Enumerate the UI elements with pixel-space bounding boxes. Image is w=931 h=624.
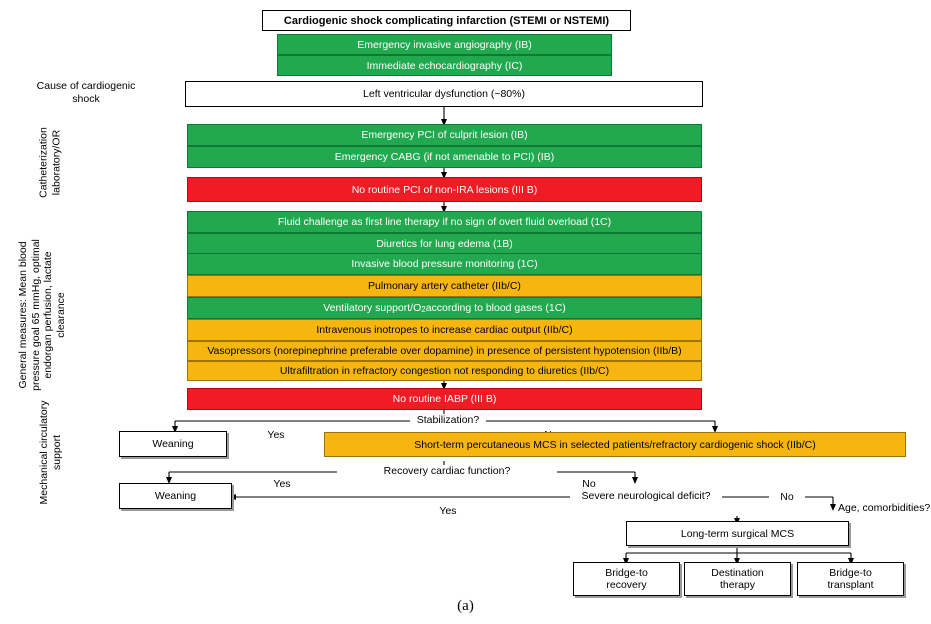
node-no-routine-iabp: No routine IABP (III B) — [187, 388, 702, 410]
decision-stabilization-yes: Yes — [258, 429, 294, 441]
side-label-cause: Cause of cardiogenic shock — [28, 80, 144, 105]
side-label-mcs-line1: Mechanical — [38, 451, 50, 505]
bridge-recovery-line1: Bridge-to — [605, 567, 648, 579]
node-title: Cardiogenic shock complicating infarctio… — [262, 10, 631, 31]
side-label-general-measures: General measures: Mean blood pressure go… — [17, 235, 67, 395]
side-label-general-line4: endorgan perfusion, — [42, 285, 54, 379]
decision-recovery-no: No — [571, 478, 607, 490]
node-weaning-1: Weaning — [119, 431, 227, 457]
side-label-cathlab-line2: laboratory/OR — [50, 129, 62, 196]
node-bridge-to-transplant: Bridge-to transplant — [797, 562, 904, 596]
side-label-general-line3: goal 65 mmHg, optimal — [29, 239, 42, 348]
ventilatory-label-sub: 2 — [421, 305, 426, 314]
decision-recovery-cardiac-function: Recovery cardiac function? — [337, 465, 557, 477]
decision-neuro-no: No — [769, 491, 805, 503]
decision-recovery-yes: Yes — [264, 478, 300, 490]
node-vasopressors: Vasopressors (norepinephrine preferable … — [187, 341, 702, 361]
decision-severe-neurological-deficit: Severe neurological deficit? — [570, 490, 722, 502]
destination-therapy-line2: therapy — [719, 579, 756, 591]
side-label-cathlab-line1: Catheterization — [37, 127, 50, 198]
decision-neuro-yes: Yes — [430, 505, 466, 517]
node-fluid-challenge: Fluid challenge as first line therapy if… — [187, 211, 702, 233]
ventilatory-label-post: according to blood gases (1C) — [425, 302, 566, 314]
bridge-transplant-line2: transplant — [827, 579, 874, 591]
node-diuretics: Diuretics for lung edema (1B) — [187, 233, 702, 255]
node-ultrafiltration: Ultrafiltration in refractory congestion… — [187, 361, 702, 381]
decision-age-comorbidities: Age, comorbidities? — [838, 502, 931, 514]
side-label-general-line1: General measures: — [17, 299, 29, 389]
node-bridge-to-recovery: Bridge-to recovery — [573, 562, 680, 596]
node-long-term-surgical-mcs: Long-term surgical MCS — [626, 521, 849, 546]
node-pulmonary-artery-catheter: Pulmonary artery catheter (IIb/C) — [187, 275, 702, 297]
side-label-cause-line1: Cause of — [36, 80, 79, 92]
node-weaning-2: Weaning — [119, 483, 232, 509]
node-invasive-bp-monitoring: Invasive blood pressure monitoring (1C) — [187, 253, 702, 275]
destination-therapy-line1: Destination — [711, 567, 764, 579]
node-immediate-echo: Immediate echocardiography (IC) — [277, 55, 612, 76]
node-destination-therapy: Destination therapy — [684, 562, 791, 596]
figure-caption: (a) — [457, 598, 474, 614]
ventilatory-label-pre: Ventilatory support/O — [323, 302, 422, 314]
node-short-term-mcs: Short-term percutaneous MCS in selected … — [324, 432, 906, 457]
node-emergency-cabg: Emergency CABG (if not amenable to PCI) … — [187, 146, 702, 168]
node-lv-dysfunction: Left ventricular dysfunction (~80%) — [185, 81, 703, 107]
node-no-routine-pci: No routine PCI of non-IRA lesions (III B… — [187, 177, 702, 202]
node-emergency-pci-culprit: Emergency PCI of culprit lesion (IB) — [187, 124, 702, 146]
side-label-cathlab: Catheterization laboratory/OR — [38, 103, 63, 223]
node-emergency-angiography: Emergency invasive angiography (IB) — [277, 34, 612, 55]
bridge-recovery-line2: recovery — [606, 579, 647, 591]
decision-stabilization: Stabilization? — [410, 414, 486, 426]
bridge-transplant-line1: Bridge-to — [829, 567, 872, 579]
side-label-mcs: Mechanical circulatory support — [38, 385, 63, 520]
side-label-cause-line2: cardiogenic shock — [72, 80, 136, 105]
node-iv-inotropes: Intravenous inotropes to increase cardia… — [187, 319, 702, 341]
